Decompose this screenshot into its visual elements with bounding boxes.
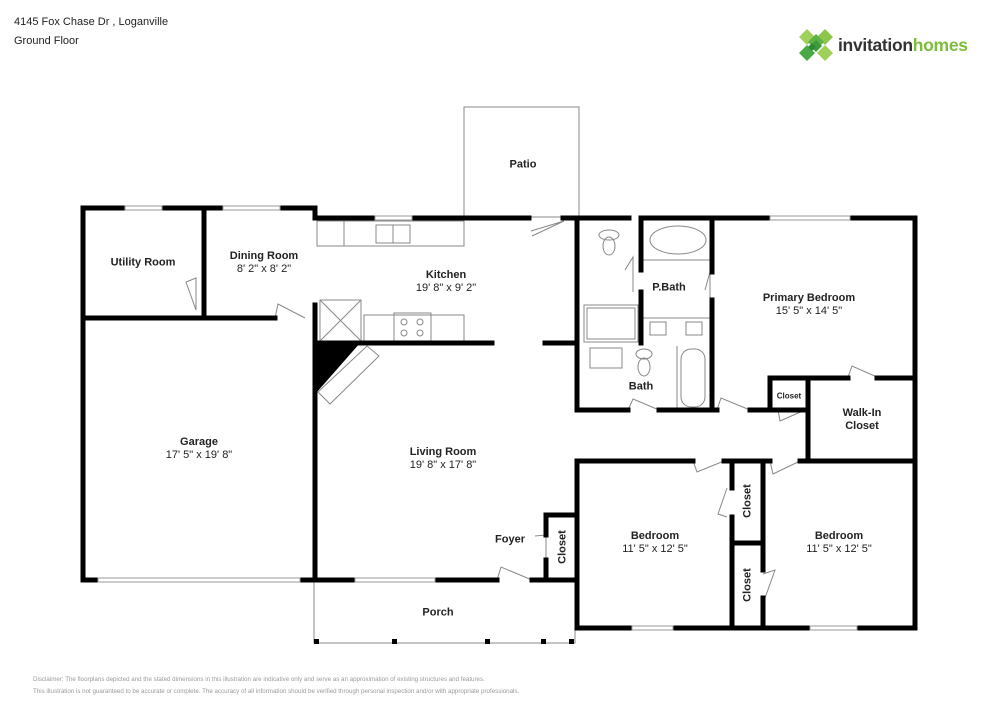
vanity-sink: [649, 321, 667, 336]
bathtub: [680, 348, 706, 408]
shower: [583, 304, 639, 343]
room-primary-bath: P.Bath: [652, 281, 686, 294]
soaking-tub: [649, 225, 707, 255]
room-porch: Porch: [422, 606, 454, 619]
room-utility: Utility Room: [110, 256, 176, 269]
brand-logo: invitationhomes: [798, 27, 968, 63]
toilet: [598, 229, 620, 241]
bath-toilet: [635, 348, 653, 360]
floor-name: Ground Floor: [14, 35, 79, 47]
clover-diamond-logo-icon: [799, 29, 833, 61]
brand-wordmark: invitationhomes: [838, 34, 968, 55]
disclaimer: Disclaimer: The floorplans depicted and …: [33, 674, 519, 697]
fireplace-hearth: [317, 345, 380, 405]
room-patio: Patio: [509, 158, 537, 171]
room-closet-foyer: Closet: [556, 530, 569, 564]
disclaimer-line-1: Disclaimer: The floorplans depicted and …: [33, 676, 485, 683]
room-closet-bedroom-upper: Closet: [741, 484, 754, 518]
kitchen-upper-counter: [316, 220, 465, 247]
bath-vanity: [589, 347, 623, 369]
kitchen-lower-counter: [363, 314, 465, 342]
room-foyer: Foyer: [495, 533, 525, 546]
room-closet-bedroom-lower: Closet: [741, 568, 754, 602]
disclaimer-line-2: This illustration is not guaranteed to b…: [33, 687, 520, 695]
room-bath: Bath: [628, 380, 654, 393]
room-closet-primary: Closet: [776, 391, 802, 401]
vanity-sink: [685, 321, 703, 336]
stove: [393, 312, 432, 342]
property-address: 4145 Fox Chase Dr , Loganville: [14, 16, 169, 28]
header: 4145 Fox Chase Dr , Loganville Ground Fl…: [14, 13, 168, 51]
